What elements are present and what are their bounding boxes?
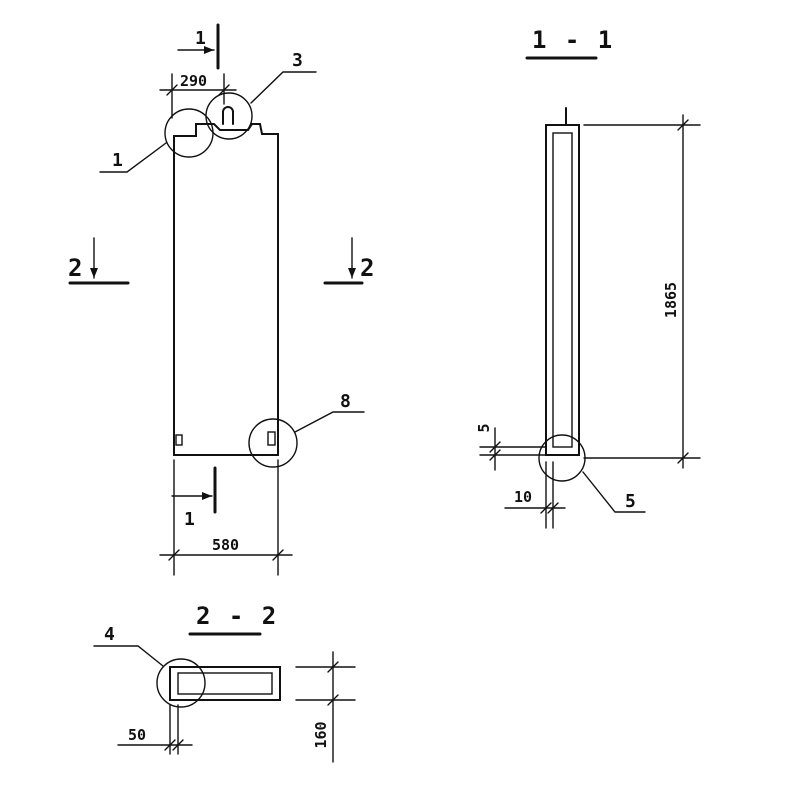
dim-160: 160 <box>295 651 356 763</box>
dim-5-label: 5 <box>475 423 493 432</box>
section-2-2-inner <box>177 672 273 695</box>
dim-580: 580 <box>159 459 293 576</box>
callout-label-8: 8 <box>340 391 351 412</box>
lifting-loop <box>222 106 234 125</box>
callout-label-4: 4 <box>104 624 115 645</box>
section-2-2-title: 2 - 2 <box>196 602 278 630</box>
section-mark-1-top-label: 1 <box>195 28 206 49</box>
front-view: 1 3 8 1 1 2 2 <box>68 23 376 576</box>
dim-5: 5 <box>475 423 546 471</box>
section-mark-bottom: 1 <box>171 466 217 530</box>
callout-circle-3 <box>205 92 253 140</box>
section-mark-2-right: 2 <box>323 237 376 285</box>
section-2-2-outer <box>169 666 281 701</box>
section-mark-2-right-label: 2 <box>360 254 376 282</box>
dim-10: 10 <box>504 461 566 529</box>
section-mark-1-bottom-label: 1 <box>184 509 195 530</box>
dim-290: 290 <box>159 72 237 119</box>
section-1-1: 1 - 1 5 1865 5 <box>475 26 701 529</box>
dim-160-label: 160 <box>312 721 330 748</box>
panel-outline <box>173 123 279 456</box>
section-1-1-outer <box>545 124 580 456</box>
dim-290-label: 290 <box>180 72 207 90</box>
leader-8 <box>294 411 365 433</box>
dim-1865-label: 1865 <box>662 282 680 318</box>
leader-3 <box>250 71 317 104</box>
section-mark-2-left: 2 <box>68 237 130 285</box>
section-1-1-inner <box>552 132 573 448</box>
bottom-right-mark <box>267 431 276 446</box>
leader-4 <box>93 645 164 667</box>
section-2-2: 2 - 2 4 50 160 <box>93 602 356 763</box>
dim-1865: 1865 <box>583 114 701 469</box>
dim-10-label: 10 <box>514 488 532 506</box>
section-mark-2-left-label: 2 <box>68 254 84 282</box>
leader-1 <box>99 142 167 173</box>
dim-580-label: 580 <box>212 536 239 554</box>
callout-label-3: 3 <box>292 50 303 71</box>
callout-label-5: 5 <box>625 491 636 512</box>
dim-50: 50 <box>117 704 193 755</box>
callout-circle-4 <box>156 658 206 708</box>
bottom-left-mark <box>175 434 183 446</box>
callout-circle-8 <box>248 418 298 468</box>
dim-50-label: 50 <box>128 726 146 744</box>
section-1-1-title: 1 - 1 <box>532 26 614 54</box>
leader-5 <box>582 471 646 513</box>
section-mark-top: 1 <box>177 23 220 70</box>
callout-label-1: 1 <box>112 150 123 171</box>
